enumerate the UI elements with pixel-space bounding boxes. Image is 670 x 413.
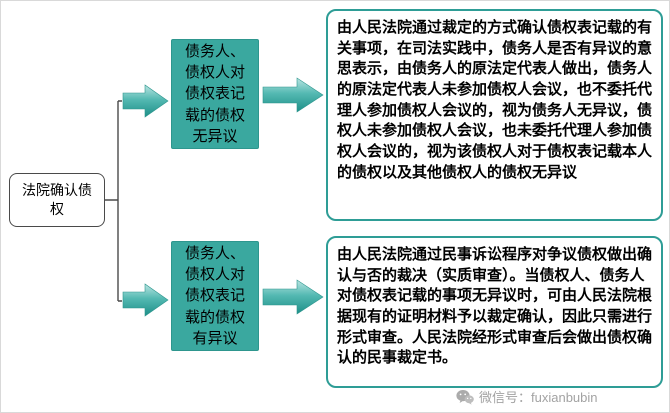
watermark: 微信号：fuxianbubin	[456, 387, 598, 406]
condition-node-label: 债务人、债权人对债权表记载的债权无异议	[184, 42, 245, 145]
condition-node-objection: 债务人、债权人对债权表记载的债权有异议	[171, 241, 259, 351]
detail-node-text: 由人民法院通过裁定的方式确认债权表记载的有关事项，在司法实践中，债务人是否有异议…	[337, 19, 653, 181]
detail-node-ruling-confirmation: 由人民法院通过裁定的方式确认债权表记载的有关事项，在司法实践中，债务人是否有异议…	[326, 9, 663, 221]
arrow-root-to-condition-top-icon	[122, 84, 169, 118]
arrow-condition-to-detail-bottom-icon	[262, 279, 324, 315]
root-node-court-confirms-claims: 法院确认债权	[9, 173, 105, 227]
root-node-label: 法院确认债权	[22, 182, 92, 217]
condition-node-label: 债务人、债权人对债权表记载的债权有异议	[184, 244, 245, 347]
branch-bracket-connector	[105, 100, 122, 302]
detail-node-civil-litigation: 由人民法院通过民事诉讼程序对争议债权做出确认与否的裁决（实质审查）。当债权人、债…	[326, 236, 663, 388]
watermark-label: 微信号：fuxianbubin	[479, 390, 598, 405]
arrow-root-to-condition-bottom-icon	[122, 283, 169, 317]
wechat-icon	[456, 389, 474, 405]
detail-node-text: 由人民法院通过民事诉讼程序对争议债权做出确认与否的裁决（实质审查）。当债权人、债…	[337, 246, 653, 367]
condition-node-no-objection: 债务人、债权人对债权表记载的债权无异议	[171, 39, 259, 149]
arrow-condition-to-detail-top-icon	[262, 77, 324, 113]
